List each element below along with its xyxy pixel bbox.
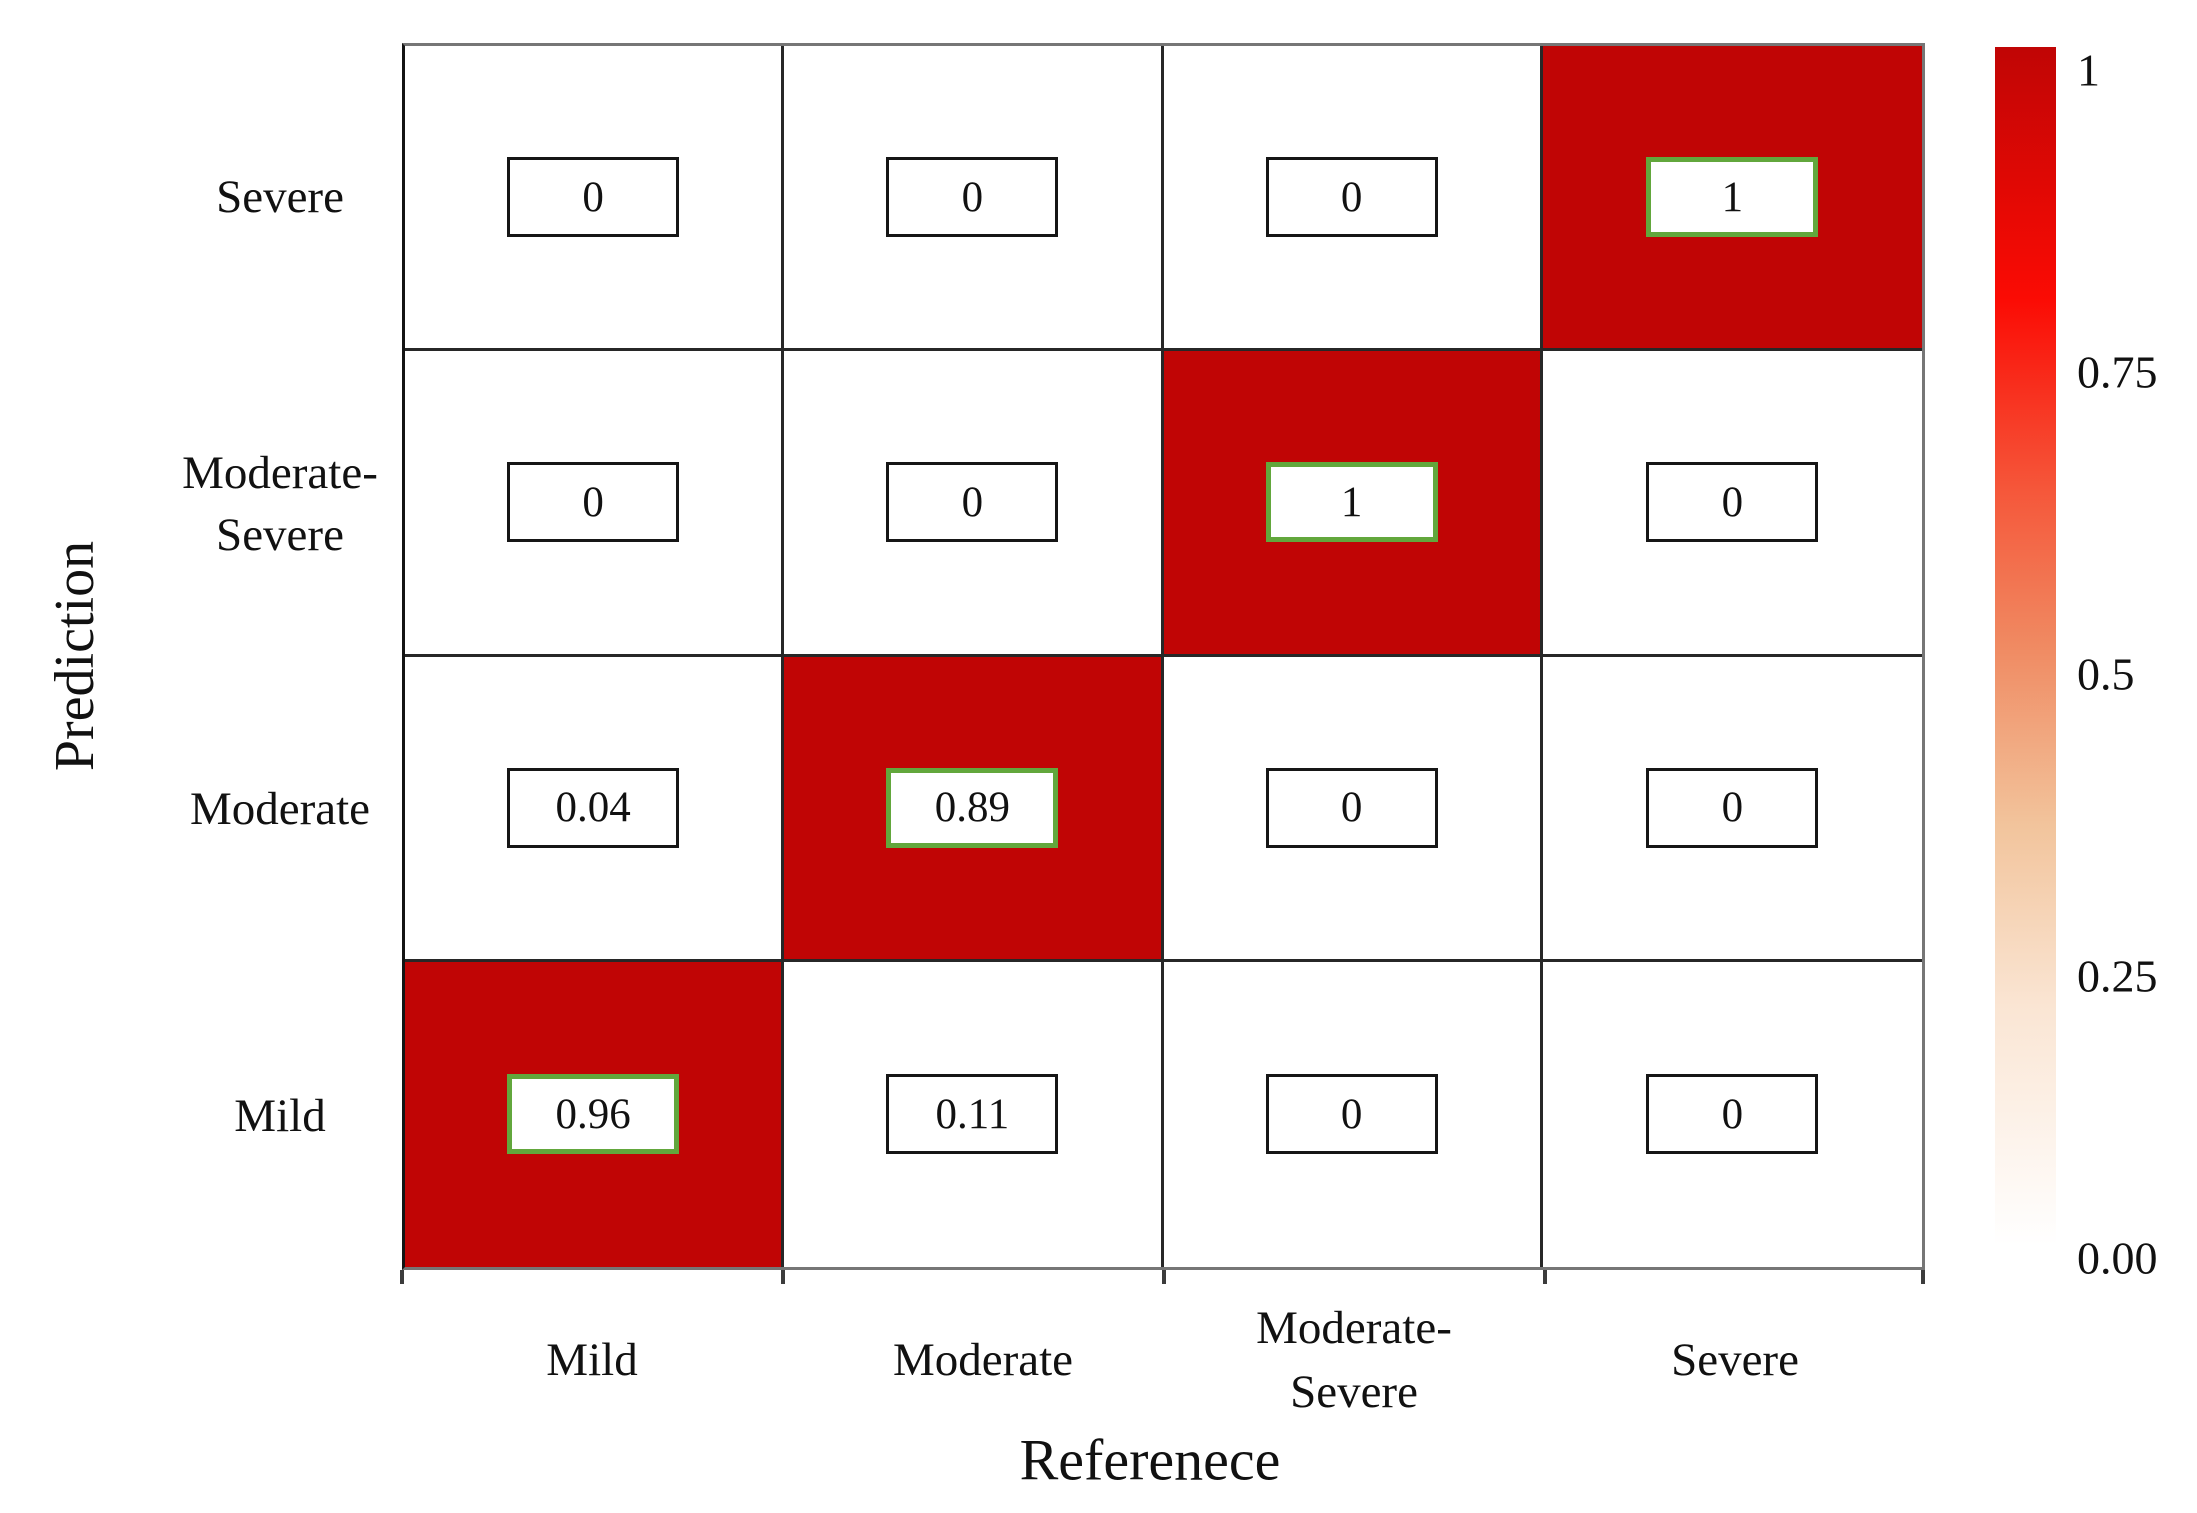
cell-value-box: 0 bbox=[1265, 157, 1438, 238]
x-tick-label-mild: Mild bbox=[401, 1296, 783, 1424]
cell-value-box: 0 bbox=[507, 157, 680, 238]
x-tick-label-line: Moderate bbox=[892, 1334, 1074, 1386]
cell-value-box: 1 bbox=[1646, 157, 1819, 238]
matrix-cell: 0 bbox=[1542, 656, 1922, 962]
y-tick-label-moderate: Moderate bbox=[190, 778, 370, 840]
matrix-cell: 0 bbox=[784, 46, 1164, 352]
colorbar-tick-label: 0.75 bbox=[2077, 346, 2158, 398]
x-axis-title: Referenece bbox=[1019, 1427, 1281, 1493]
y-tick-label-line: Moderate bbox=[189, 783, 371, 835]
y-tick-label-moderate-severe: Moderate- Severe bbox=[182, 442, 378, 566]
colorbar-tick-label: 0.25 bbox=[2077, 950, 2158, 1002]
y-tick-label-line: Moderate- bbox=[182, 447, 378, 499]
cell-value-box: 0 bbox=[1646, 462, 1819, 543]
cell-value-box: 0 bbox=[1646, 1074, 1819, 1155]
matrix-cell: 1 bbox=[1163, 351, 1543, 657]
x-axis-tick bbox=[781, 1270, 785, 1284]
x-tick-label-moderate-severe: Moderate- Severe bbox=[1163, 1296, 1545, 1424]
x-axis-tick bbox=[1543, 1270, 1547, 1284]
matrix-cell: 0 bbox=[405, 46, 785, 352]
matrix-cell: 0 bbox=[1163, 46, 1543, 352]
colorbar-gradient bbox=[1995, 47, 2056, 1245]
cell-value-box: 0 bbox=[886, 157, 1059, 238]
matrix-cell: 0 bbox=[1163, 961, 1543, 1267]
y-tick-label-line: Severe bbox=[216, 509, 344, 561]
matrix-cell: 1 bbox=[1542, 46, 1922, 352]
x-tick-label-moderate: Moderate bbox=[792, 1296, 1174, 1424]
cell-value-box: 0 bbox=[886, 462, 1059, 543]
x-tick-label-line: Severe bbox=[1290, 1366, 1418, 1418]
cell-value-box: 0.89 bbox=[886, 767, 1059, 848]
cell-value-box: 0 bbox=[1646, 767, 1819, 848]
matrix-cell: 0.11 bbox=[784, 961, 1164, 1267]
colorbar-tick-label: 0.5 bbox=[2077, 648, 2135, 700]
cell-value-box: 0.11 bbox=[886, 1074, 1059, 1155]
x-tick-label-line: Severe bbox=[1671, 1334, 1799, 1386]
matrix-cell: 0.89 bbox=[784, 656, 1164, 962]
colorbar-tick-label: 0.00 bbox=[2077, 1232, 2158, 1284]
x-axis-tick bbox=[400, 1270, 404, 1284]
x-axis-tick bbox=[1921, 1270, 1925, 1284]
cell-value-box: 1 bbox=[1265, 462, 1438, 543]
cell-value-box: 0.04 bbox=[507, 767, 680, 848]
y-axis-title: Prediction bbox=[44, 540, 106, 772]
y-tick-label-line: Mild bbox=[234, 1090, 326, 1142]
x-axis-tick bbox=[1162, 1270, 1166, 1284]
colorbar-tick-label: 1 bbox=[2077, 44, 2100, 96]
matrix-cell: 0 bbox=[1542, 351, 1922, 657]
y-tick-label-severe: Severe bbox=[216, 166, 344, 228]
matrix-cell: 0 bbox=[784, 351, 1164, 657]
matrix-cell: 0.04 bbox=[405, 656, 785, 962]
x-tick-label-line: Moderate- bbox=[1256, 1302, 1452, 1354]
y-tick-label-line: Severe bbox=[216, 171, 344, 223]
x-tick-label-line: Mild bbox=[546, 1334, 638, 1386]
cell-value-box: 0 bbox=[1265, 767, 1438, 848]
x-tick-label-severe: Severe bbox=[1544, 1296, 1926, 1424]
cell-value-box: 0 bbox=[1265, 1074, 1438, 1155]
matrix-cell: 0 bbox=[1542, 961, 1922, 1267]
cell-value-box: 0.96 bbox=[507, 1074, 680, 1155]
matrix-cell: 0.96 bbox=[405, 961, 785, 1267]
matrix-cell: 0 bbox=[405, 351, 785, 657]
cell-value-box: 0 bbox=[507, 462, 680, 543]
y-tick-label-mild: Mild bbox=[234, 1085, 325, 1147]
confusion-matrix-grid: 0 0 0 1 0 0 1 0 0.04 0.89 0 0 0.96 0.11 … bbox=[402, 43, 1925, 1270]
matrix-cell: 0 bbox=[1163, 656, 1543, 962]
